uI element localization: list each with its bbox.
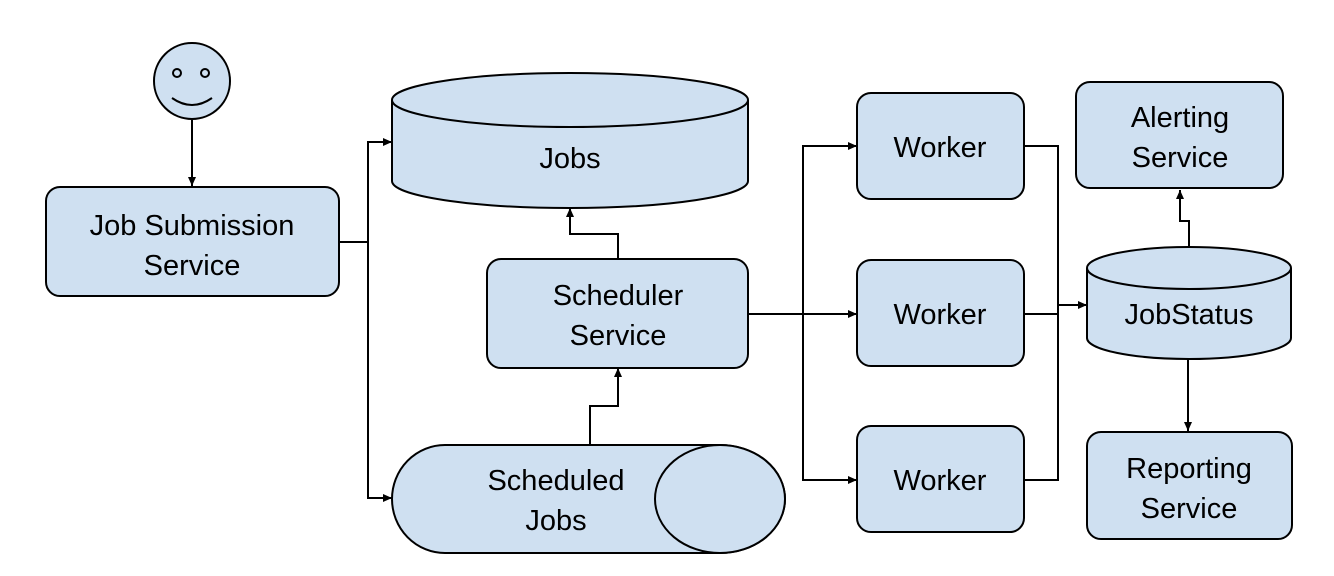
worker-label: Worker <box>894 132 987 164</box>
job-submission-label-line2: Service <box>144 250 241 282</box>
edge-worker-3-to-jobstatus <box>1024 305 1059 481</box>
scheduler-service-node[interactable]: Scheduler Service <box>486 258 749 369</box>
scheduled-jobs-queue-node[interactable]: Scheduled Jobs <box>391 444 786 554</box>
scheduler-label-line2: Service <box>570 320 667 352</box>
edge-worker-1-to-jobstatus <box>1024 145 1059 305</box>
edge-scheduler-to-worker-3 <box>802 314 857 484</box>
alerting-label-line1: Alerting <box>1131 102 1229 134</box>
edge-job-submission-to-scheduled-jobs <box>367 242 392 502</box>
jobstatus-database-label: JobStatus <box>1125 299 1254 331</box>
edge-scheduled-jobs-to-scheduler <box>589 368 622 445</box>
jobs-database-node[interactable]: Jobs <box>391 72 749 209</box>
jobs-database-label: Jobs <box>539 143 600 175</box>
worker-label: Worker <box>894 299 987 331</box>
reporting-label-line2: Service <box>1141 493 1238 525</box>
scheduled-jobs-label-line1: Scheduled <box>487 465 624 497</box>
edge-jobstatus-to-alerting <box>1176 190 1190 250</box>
scheduled-jobs-label-line2: Jobs <box>525 505 586 537</box>
job-submission-label-line1: Job Submission <box>90 210 295 242</box>
alerting-service-node[interactable]: Alerting Service <box>1075 81 1284 189</box>
edges <box>188 120 1192 502</box>
edge-job-submission-to-jobs <box>339 138 392 243</box>
reporting-label-line1: Reporting <box>1126 453 1252 485</box>
job-submission-service-node[interactable]: Job Submission Service <box>45 186 340 297</box>
reporting-service-node[interactable]: Reporting Service <box>1086 431 1293 540</box>
jobstatus-database-node[interactable]: JobStatus <box>1086 246 1292 360</box>
edge-scheduler-to-jobs <box>566 208 619 259</box>
worker-node[interactable]: Worker <box>856 425 1025 533</box>
edge-scheduler-to-worker-1 <box>802 142 857 314</box>
worker-node[interactable]: Worker <box>856 92 1025 200</box>
smiley-user-icon <box>153 42 231 120</box>
alerting-label-line2: Service <box>1132 142 1229 174</box>
scheduler-label-line1: Scheduler <box>553 280 684 312</box>
worker-node[interactable]: Worker <box>856 259 1025 367</box>
worker-label: Worker <box>894 465 987 497</box>
